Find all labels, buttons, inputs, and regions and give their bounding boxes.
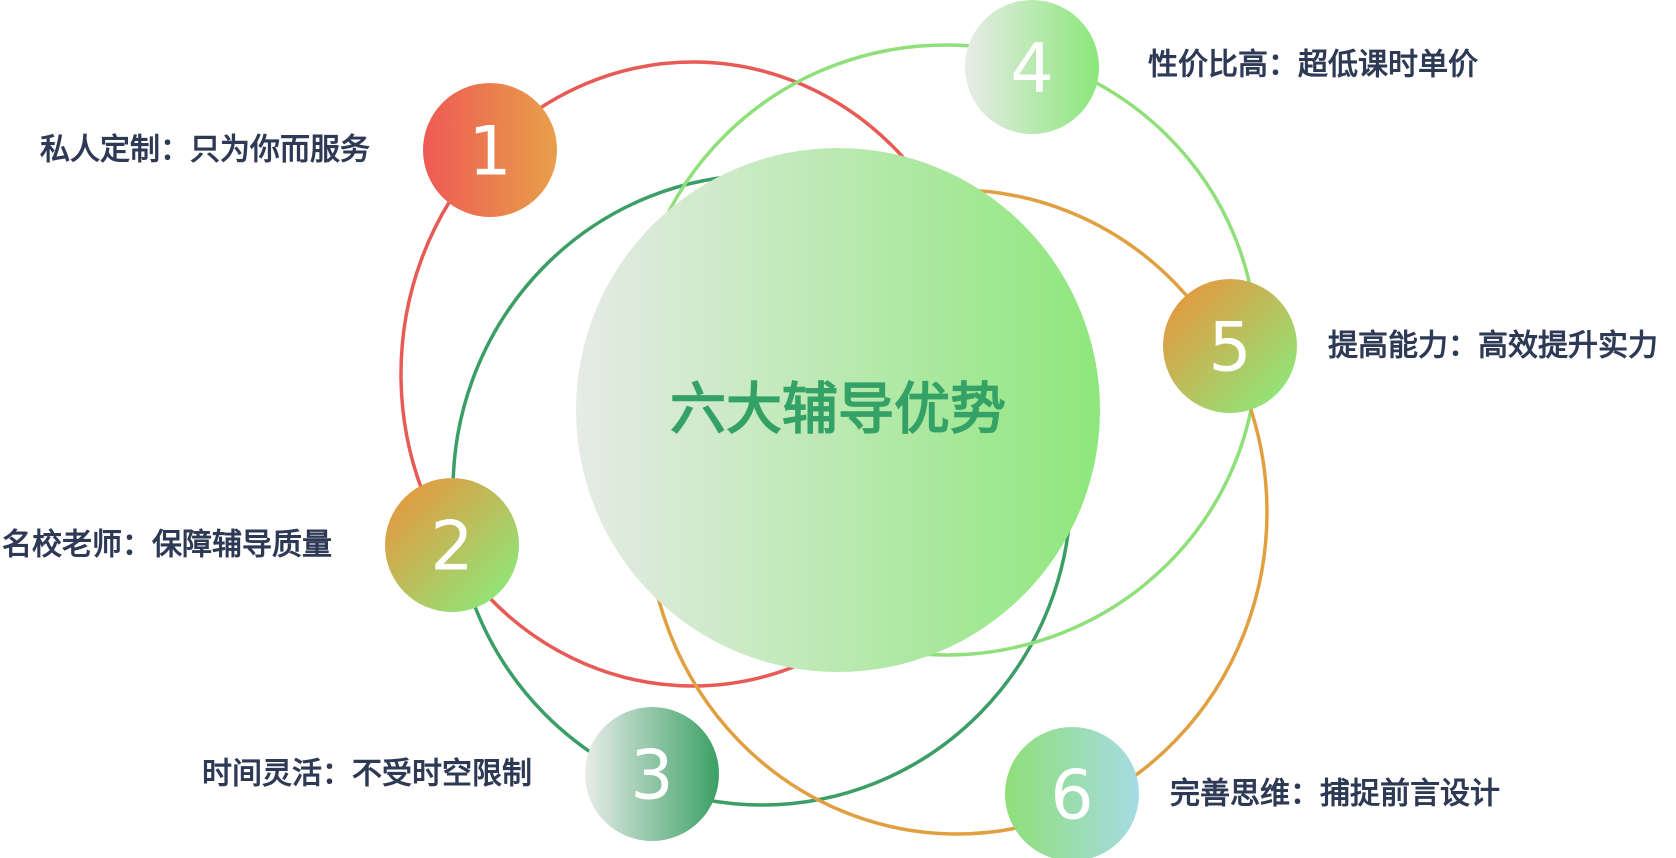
advantage-label-6: 完善思维：捕捉前言设计 [1170,777,1500,812]
badge-1 [423,83,557,217]
advantage-item-3: 3 时间灵活：不受时空限制 [202,707,719,841]
badge-number-3: 3 [630,737,673,816]
center-circle [576,148,1100,672]
advantage-item-2: 2 名校老师：保障辅导质量 [2,478,519,612]
badge-5 [1163,279,1297,413]
advantage-label-2: 名校老师：保障辅导质量 [2,528,332,563]
badge-4 [965,0,1099,134]
advantage-item-1: 1 私人定制：只为你而服务 [40,83,557,217]
badge-number-6: 6 [1050,757,1093,836]
advantage-label-5: 提高能力：高效提升实力 [1328,329,1658,364]
badge-6 [1005,727,1139,858]
advantage-label-4: 性价比高：超低课时单价 [1148,48,1478,83]
advantage-item-5: 5 提高能力：高效提升实力 [1163,279,1658,413]
badge-number-5: 5 [1208,309,1251,388]
advantage-item-4: 4 性价比高：超低课时单价 [965,0,1478,134]
advantage-label-3: 时间灵活：不受时空限制 [202,757,532,792]
badge-number-4: 4 [1010,30,1053,109]
center-title: 六大辅导优势 [670,378,1006,443]
badge-2 [385,478,519,612]
advantage-item-6: 6 完善思维：捕捉前言设计 [1005,727,1500,858]
badge-number-2: 2 [430,508,473,587]
badge-3 [585,707,719,841]
badge-number-1: 1 [468,113,511,192]
advantage-label-1: 私人定制：只为你而服务 [40,133,370,168]
